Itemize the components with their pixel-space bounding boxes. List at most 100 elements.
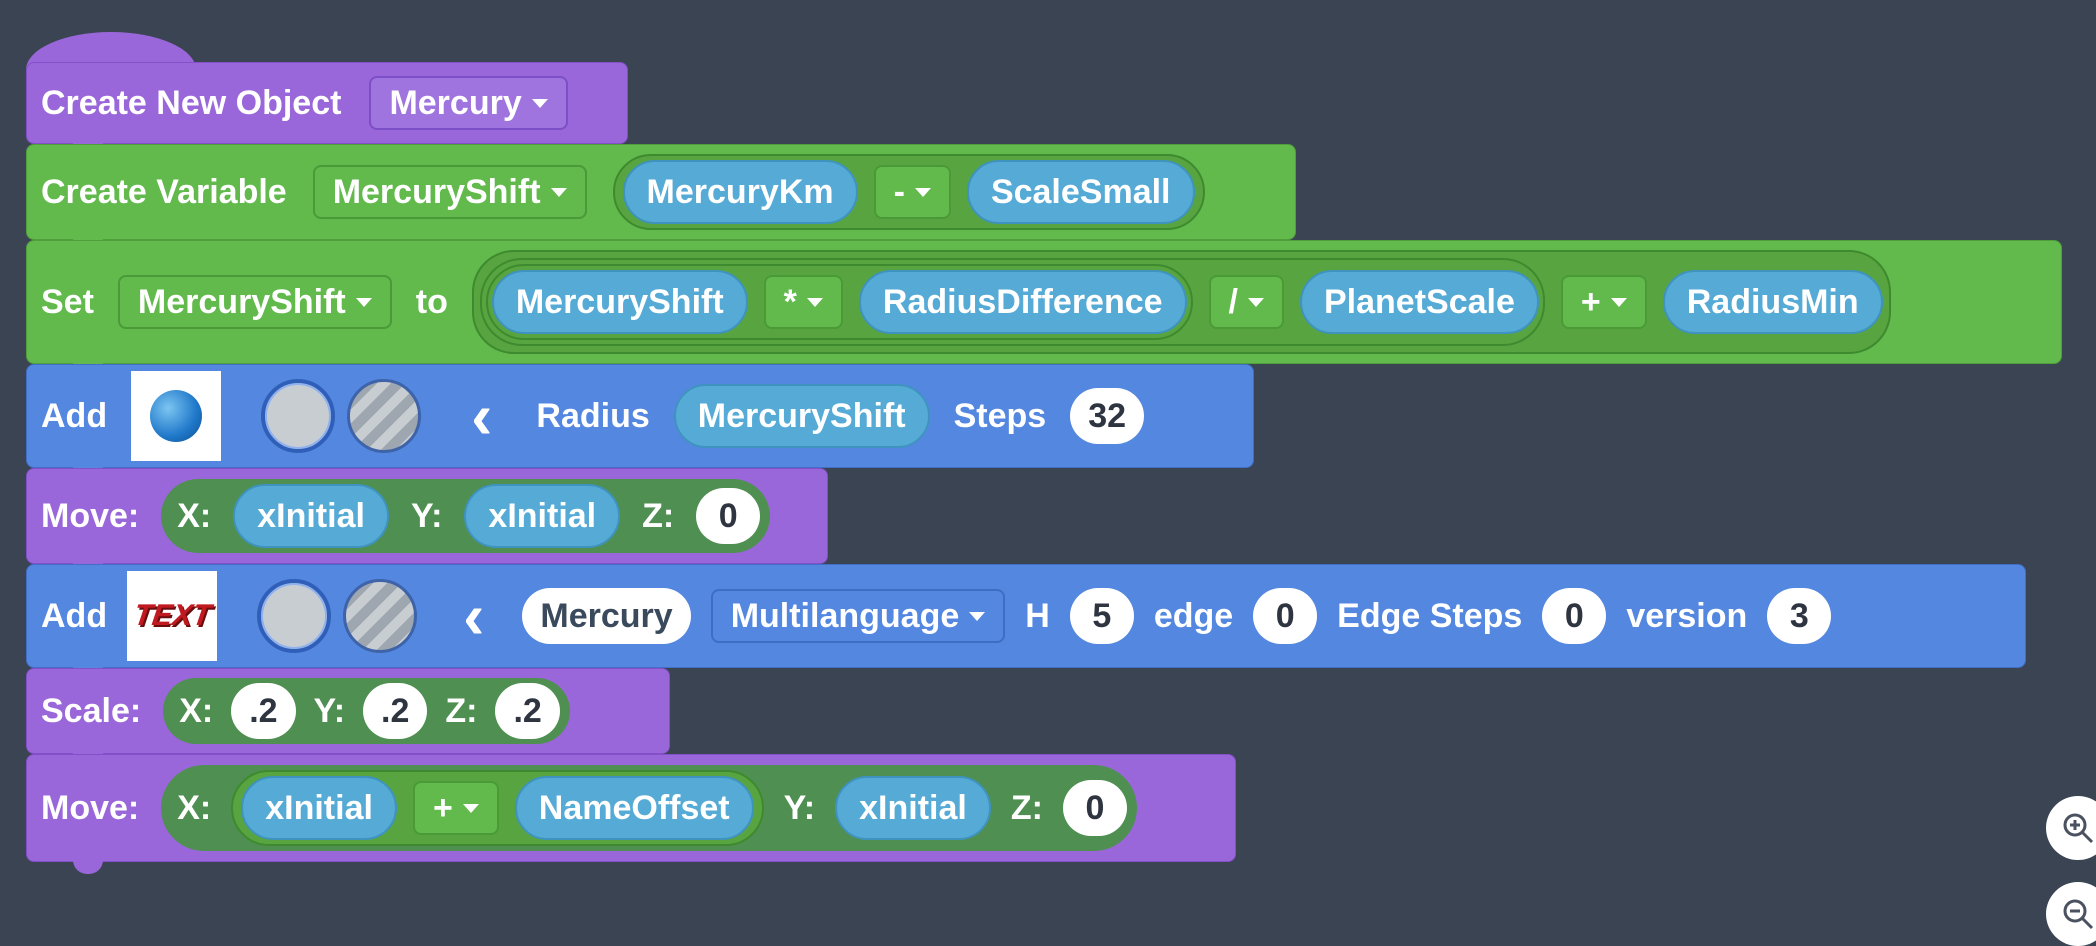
var-pill[interactable]: ScaleSmall — [966, 160, 1195, 224]
y-input[interactable]: .2 — [363, 683, 428, 739]
operator-value: + — [1580, 282, 1601, 321]
version-label: version — [1626, 596, 1748, 635]
height-label: H — [1025, 596, 1050, 635]
zoom-out-button[interactable] — [2046, 882, 2096, 946]
hole-mode-toggle[interactable] — [343, 579, 418, 653]
create-variable-label: Create Variable — [41, 172, 287, 211]
operator-dropdown[interactable]: + — [412, 781, 499, 835]
x-label: X: — [177, 788, 212, 827]
y-label: Y: — [410, 496, 443, 535]
y-label: Y: — [783, 788, 816, 827]
z-input[interactable]: 0 — [1062, 780, 1127, 836]
height-input[interactable]: 5 — [1069, 588, 1134, 644]
operator-dropdown[interactable]: - — [873, 165, 951, 219]
add-sphere-block[interactable]: Add ‹ Radius MercuryShift Steps 32 — [26, 364, 1254, 480]
edge-label: edge — [1153, 596, 1234, 635]
operator-value: / — [1228, 282, 1238, 321]
move-label: Move: — [41, 788, 140, 827]
z-label: Z: — [642, 496, 675, 535]
edge-input[interactable]: 0 — [1253, 588, 1318, 644]
x-label: X: — [177, 496, 212, 535]
create-variable-block[interactable]: Create Variable MercuryShift MercuryKm -… — [26, 144, 1296, 252]
move-block[interactable]: Move: X: xInitial + NameOffset Y: xIniti… — [26, 754, 1236, 874]
solid-mode-toggle[interactable] — [261, 379, 336, 453]
z-input[interactable]: 0 — [696, 488, 761, 544]
collapse-chevron-icon[interactable]: ‹ — [463, 580, 485, 652]
create-object-label: Create New Object — [41, 83, 342, 122]
move-block[interactable]: Move: X: xInitial Y: xInitial Z: 0 — [26, 468, 828, 576]
variable-dropdown[interactable]: MercuryShift — [312, 165, 587, 219]
x-math-expression[interactable]: xInitial + NameOffset — [231, 770, 764, 846]
object-value: Mercury — [389, 83, 522, 122]
math-expression-middle[interactable]: MercuryShift * RadiusDifference / Planet… — [479, 258, 1545, 346]
edge-steps-input[interactable]: 0 — [1542, 588, 1607, 644]
operator-value: * — [783, 282, 797, 321]
y-var-pill[interactable]: xInitial — [835, 776, 991, 840]
y-label: Y: — [313, 691, 346, 730]
object-dropdown[interactable]: Mercury — [369, 76, 568, 130]
set-label: Set — [41, 282, 94, 321]
steps-input[interactable]: 32 — [1070, 388, 1145, 444]
add-label: Add — [41, 596, 108, 635]
variable-value: MercuryShift — [332, 172, 541, 211]
chevron-down-icon — [462, 803, 479, 813]
radius-label: Radius — [536, 396, 650, 435]
operator-value: + — [432, 788, 453, 827]
var-pill[interactable]: MercuryKm — [622, 160, 858, 224]
var-pill[interactable]: MercuryShift — [491, 270, 748, 334]
z-label: Z: — [1010, 788, 1043, 827]
chevron-down-icon — [806, 297, 823, 307]
x-var-pill[interactable]: xInitial — [233, 484, 389, 548]
offset-var-pill[interactable]: NameOffset — [514, 776, 754, 840]
scale-label: Scale: — [41, 691, 142, 730]
x-input[interactable]: .2 — [231, 683, 296, 739]
math-expression[interactable]: MercuryKm - ScaleSmall — [612, 154, 1205, 230]
create-object-block[interactable]: Create New Object Mercury — [26, 62, 628, 156]
add-text-block[interactable]: Add TEXT ‹ Mercury Multilanguage H 5 edg… — [26, 564, 2026, 680]
zoom-in-icon — [2063, 813, 2094, 844]
3d-text-icon: TEXT — [131, 599, 213, 632]
sphere-icon — [150, 390, 203, 442]
var-pill[interactable]: RadiusMin — [1662, 270, 1883, 334]
edge-steps-label: Edge Steps — [1337, 596, 1523, 635]
text-input[interactable]: Mercury — [522, 588, 691, 644]
x-label: X: — [179, 691, 214, 730]
operator-dropdown[interactable]: / — [1208, 275, 1284, 329]
version-input[interactable]: 3 — [1767, 588, 1832, 644]
z-label: Z: — [445, 691, 478, 730]
text-thumbnail[interactable]: TEXT — [127, 571, 218, 661]
variable-dropdown[interactable]: MercuryShift — [117, 275, 392, 329]
font-value: Multilanguage — [730, 596, 960, 635]
add-label: Add — [41, 396, 108, 435]
zoom-in-button[interactable] — [2046, 796, 2096, 860]
sphere-thumbnail[interactable] — [131, 371, 222, 461]
operator-dropdown[interactable]: + — [1560, 275, 1647, 329]
steps-label: Steps — [953, 396, 1047, 435]
solid-mode-toggle[interactable] — [257, 579, 332, 653]
chevron-down-icon — [531, 98, 548, 108]
scale-block[interactable]: Scale: X: .2 Y: .2 Z: .2 — [26, 668, 670, 766]
operator-dropdown[interactable]: * — [763, 275, 843, 329]
var-pill[interactable]: PlanetScale — [1300, 270, 1539, 334]
radius-var-pill[interactable]: MercuryShift — [673, 384, 930, 448]
chevron-down-icon — [550, 187, 567, 197]
operator-value: - — [893, 172, 905, 211]
x-var-pill[interactable]: xInitial — [241, 776, 397, 840]
var-pill[interactable]: RadiusDifference — [858, 270, 1187, 334]
math-expression-outer[interactable]: MercuryShift * RadiusDifference / Planet… — [471, 250, 1891, 354]
collapse-chevron-icon[interactable]: ‹ — [471, 380, 493, 452]
y-var-pill[interactable]: xInitial — [464, 484, 621, 548]
math-expression-inner[interactable]: MercuryShift * RadiusDifference — [485, 264, 1193, 340]
xyz-inputs: X: .2 Y: .2 Z: .2 — [163, 678, 570, 744]
set-variable-block[interactable]: Set MercuryShift to MercuryShift * Radiu… — [26, 240, 2062, 376]
hole-mode-toggle[interactable] — [347, 379, 422, 453]
chevron-down-icon — [1610, 297, 1627, 307]
xyz-inputs: X: xInitial + NameOffset Y: xInitial Z: … — [161, 765, 1137, 851]
font-dropdown[interactable]: Multilanguage — [710, 589, 1006, 643]
move-label: Move: — [41, 496, 140, 535]
zoom-out-icon — [2063, 899, 2094, 930]
z-input[interactable]: .2 — [495, 683, 560, 739]
variable-value: MercuryShift — [137, 282, 346, 321]
to-label: to — [415, 282, 448, 321]
chevron-down-icon — [1248, 297, 1264, 307]
